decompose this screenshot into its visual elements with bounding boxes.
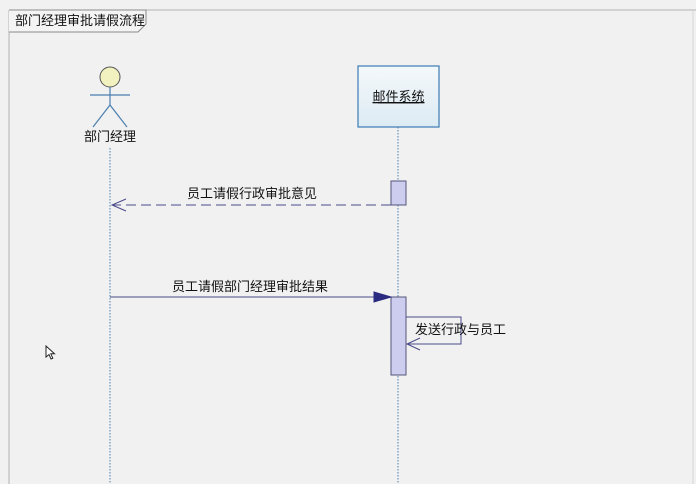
activation-bar-2 <box>390 296 407 376</box>
participant-label: 邮件系统 <box>372 90 424 105</box>
open-arrowhead-icon <box>405 337 421 351</box>
diagram-frame: 部门经理审批请假流程 <box>8 9 696 484</box>
mouse-cursor-icon <box>45 345 56 360</box>
message-self-send-to-admin-and-employee[interactable]: 发送行政与员工 <box>405 316 506 351</box>
frame-title-tab <box>9 9 147 33</box>
open-arrowhead-icon <box>110 198 127 212</box>
actor-head-icon <box>99 66 121 88</box>
message-label: 发送行政与员工 <box>415 322 506 338</box>
message-manager-approval-result[interactable]: 员工请假部门经理审批结果 <box>110 280 393 303</box>
participant-mail-system[interactable]: 邮件系统 <box>357 65 440 128</box>
actor-label: 部门经理 <box>84 130 136 145</box>
message-return-approval-opinion[interactable]: 员工请假行政审批意见 <box>110 186 391 212</box>
frame-title: 部门经理审批请假流程 <box>15 14 145 29</box>
message-label: 员工请假行政审批意见 <box>187 186 317 202</box>
message-label: 员工请假部门经理审批结果 <box>172 280 328 295</box>
activation-bar-1 <box>390 180 407 206</box>
actor-department-manager[interactable]: 部门经理 <box>84 66 136 145</box>
filled-arrowhead-icon <box>373 291 393 303</box>
